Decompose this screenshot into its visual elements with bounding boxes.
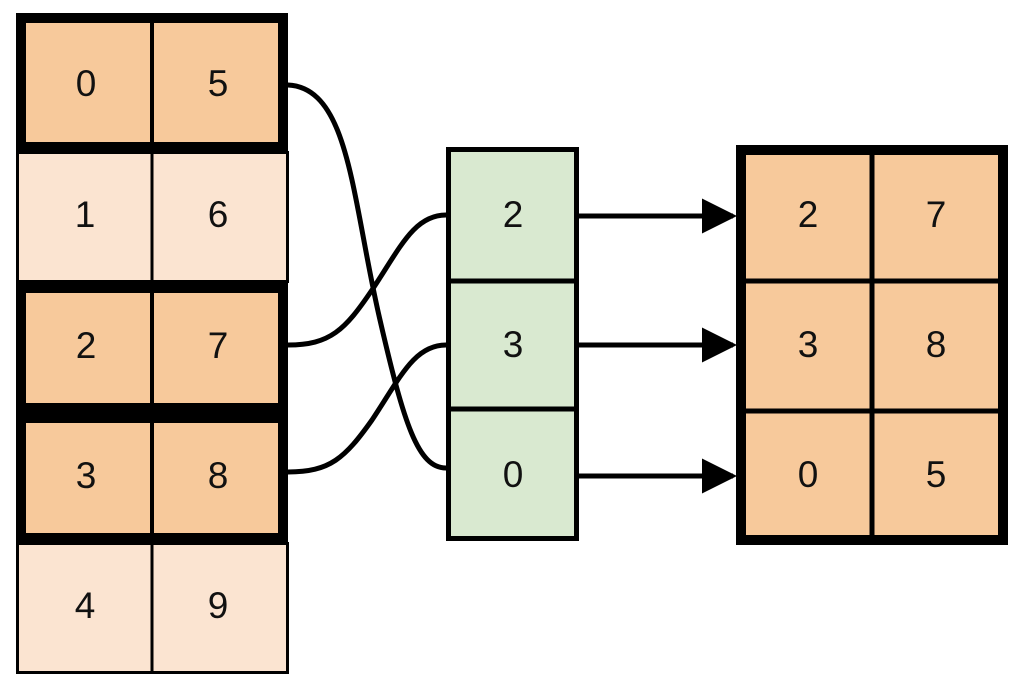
source-cell-r0c1: 5 (208, 63, 229, 104)
index-cell-1-label: 3 (503, 324, 524, 365)
source-row-2[interactable]: 2 7 (16, 283, 288, 413)
source-row-0[interactable]: 0 5 (16, 13, 288, 152)
link-source-row-2-to-index-cell-2 (285, 212, 449, 348)
result-cell-r1c1: 8 (926, 324, 947, 365)
result-cell-r2c0: 0 (798, 454, 819, 495)
source-cell-r2c0: 2 (76, 325, 97, 366)
result-row-2[interactable]: 0 5 (798, 454, 947, 495)
index-cell-0[interactable]: 2 (503, 194, 524, 235)
index-cell-2[interactable]: 0 (503, 454, 524, 495)
result-cell-r1c0: 3 (798, 324, 819, 365)
source-cell-r0c0: 0 (76, 63, 97, 104)
source-cell-r3c0: 3 (76, 455, 97, 496)
source-cell-r4c1: 9 (208, 585, 229, 626)
index-cell-0-label: 2 (503, 194, 524, 235)
source-cell-r2c1: 7 (208, 325, 229, 366)
link-source-row-3-to-index-cell-3 (285, 342, 449, 475)
index-column-outline (446, 147, 579, 541)
source-cell-r3c1: 8 (208, 455, 229, 496)
source-cell-r4c0: 4 (75, 585, 96, 626)
result-table: 2 7 3 8 0 5 (736, 145, 1008, 545)
source-cell-r1c0: 1 (75, 194, 96, 235)
source-row-1[interactable]: 1 6 (16, 151, 289, 283)
result-arrows (579, 198, 738, 494)
index-cell-1[interactable]: 3 (503, 324, 524, 365)
source-table: 0 5 1 6 2 7 3 8 (16, 13, 289, 674)
result-row-0[interactable]: 2 7 (798, 194, 947, 235)
index-cell-2-label: 0 (503, 454, 524, 495)
source-cell-r1c1: 6 (208, 194, 229, 235)
link-source-row-0-to-index-cell-0 (285, 82, 449, 471)
result-cell-r0c0: 2 (798, 194, 819, 235)
result-cell-r2c1: 5 (926, 454, 947, 495)
connector-curves (285, 82, 449, 475)
index-selector-column: 2 3 0 (446, 147, 579, 541)
source-row-4[interactable]: 4 9 (16, 542, 289, 674)
source-row-3[interactable]: 3 8 (16, 413, 288, 543)
result-cell-r0c1: 7 (926, 194, 947, 235)
result-row-1[interactable]: 3 8 (798, 324, 947, 365)
